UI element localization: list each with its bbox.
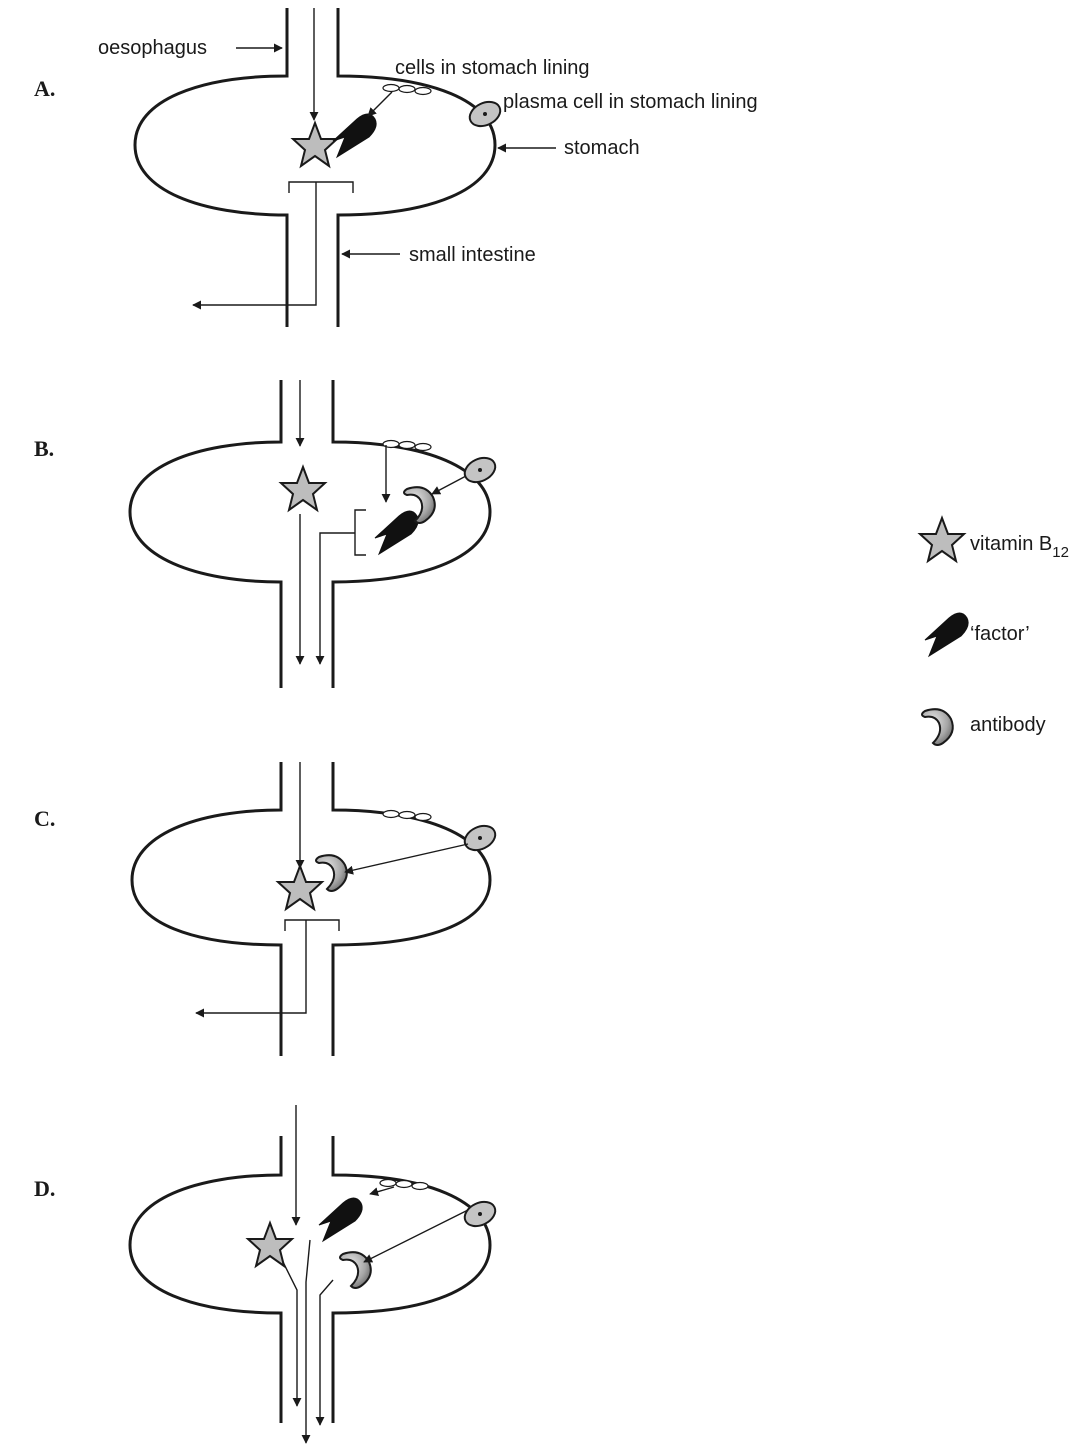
stomach-lining-cells bbox=[379, 1178, 429, 1191]
cells-to-factor-arrow bbox=[369, 1186, 395, 1197]
legend-antibody-icon bbox=[921, 708, 954, 746]
vitamin-b12-star bbox=[247, 1222, 293, 1267]
legend-vitamin-b12-label: vitamin B12 bbox=[970, 533, 1069, 561]
vitamin-b12-star bbox=[280, 466, 326, 511]
vitamin-b12-star bbox=[292, 122, 338, 167]
factor-passes-arrow bbox=[301, 1239, 311, 1444]
antibody-shape bbox=[315, 854, 348, 892]
factor-shape bbox=[332, 113, 377, 158]
absorption-arrow bbox=[192, 182, 317, 310]
panel-b-letter: B. bbox=[34, 436, 54, 461]
stomach-lining-cells bbox=[382, 439, 432, 452]
small-intestine-label: small intestine bbox=[409, 244, 536, 266]
cells-lining-label: cells in stomach lining bbox=[395, 57, 590, 79]
combine-bracket bbox=[288, 181, 354, 193]
legend-vitamin-b12-icon bbox=[919, 517, 965, 562]
panel-a: A. oesophagus cells in stomach lining pl… bbox=[34, 8, 758, 327]
plasma-cell bbox=[459, 820, 501, 856]
legend-factor-label: ‘factor’ bbox=[970, 623, 1030, 645]
plasma-cell-label: plasma cell in stomach lining bbox=[503, 91, 758, 113]
factor-shape bbox=[374, 510, 419, 555]
complex-bracket bbox=[354, 509, 366, 556]
vitamin-b12-star bbox=[277, 865, 323, 910]
b12-passes-arrow bbox=[282, 1261, 302, 1407]
stomach-outline bbox=[128, 1136, 492, 1423]
panel-c: C. bbox=[34, 762, 501, 1056]
oesophagus-label: oesophagus bbox=[98, 37, 207, 59]
panel-b: B. bbox=[34, 380, 501, 688]
plasma-to-antibody-arrow bbox=[344, 843, 469, 875]
panel-a-letter: A. bbox=[34, 76, 55, 101]
stomach-lining-cells bbox=[382, 809, 432, 822]
factor-shape bbox=[318, 1197, 363, 1242]
plasma-cell bbox=[459, 1196, 501, 1232]
antibody-shape bbox=[339, 1251, 372, 1289]
legend: vitamin B12 ‘factor’ antibody bbox=[919, 517, 1069, 746]
cells-to-factor-arrow bbox=[367, 91, 393, 117]
panel-d: D. bbox=[34, 1105, 501, 1444]
stomach-outline bbox=[130, 762, 492, 1056]
panel-d-letter: D. bbox=[34, 1176, 55, 1201]
stomach-outline bbox=[128, 380, 492, 688]
plasma-to-antibody-arrow bbox=[431, 475, 467, 495]
stomach-outline bbox=[133, 8, 497, 327]
panel-c-letter: C. bbox=[34, 806, 55, 831]
combine-bracket bbox=[284, 919, 340, 931]
plasma-cell bbox=[459, 452, 501, 488]
legend-factor-icon bbox=[924, 612, 969, 657]
stomach-label: stomach bbox=[564, 137, 640, 159]
absorption-arrow bbox=[195, 920, 307, 1018]
plasma-cell bbox=[464, 96, 506, 132]
antibody-passes-arrow bbox=[315, 1279, 334, 1426]
plasma-to-antibody-arrow bbox=[363, 1209, 469, 1263]
legend-antibody-label: antibody bbox=[970, 714, 1046, 736]
complex-passes-arrow bbox=[315, 532, 355, 665]
